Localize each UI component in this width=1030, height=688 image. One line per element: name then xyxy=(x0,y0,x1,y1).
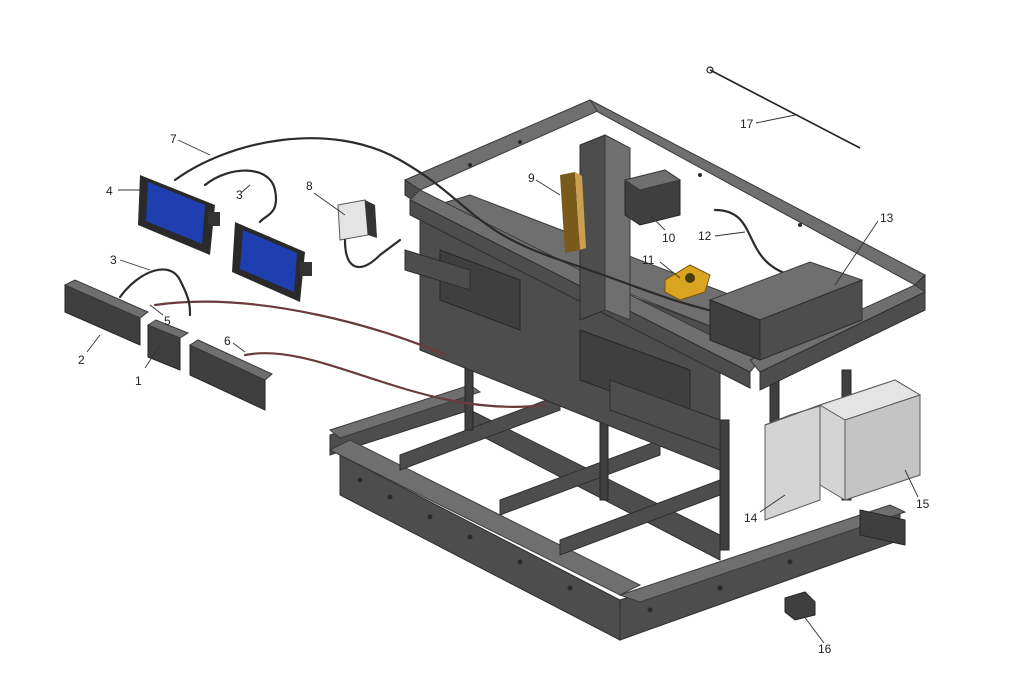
cable-3-upper xyxy=(203,169,278,224)
cable-3-lower xyxy=(118,268,192,317)
lamp-4-right xyxy=(232,222,312,302)
block-10 xyxy=(623,169,682,226)
callout-10: 10 xyxy=(662,231,676,245)
relay-8 xyxy=(337,199,402,268)
leader-lines xyxy=(86,114,919,644)
control-box-13 xyxy=(708,261,864,361)
callout-16: 16 xyxy=(818,642,832,656)
relay-16 xyxy=(784,591,816,621)
upper-frame xyxy=(403,99,926,391)
callout-13: 13 xyxy=(880,211,894,225)
switch-block-1 xyxy=(146,319,190,371)
switch-block-2 xyxy=(63,279,149,346)
callout-5: 5 xyxy=(164,314,171,328)
callout-6: 6 xyxy=(224,334,231,348)
callout-4: 4 xyxy=(106,184,113,198)
rod-17 xyxy=(706,66,861,149)
lamp-4-left xyxy=(138,175,220,255)
callout-9: 9 xyxy=(528,171,535,185)
callout-12: 12 xyxy=(698,229,712,243)
base-frame xyxy=(328,384,907,641)
callout-8: 8 xyxy=(306,179,313,193)
enclosure-15 xyxy=(818,379,922,501)
callout-labels: 1 2 3 3 4 5 6 7 8 9 10 11 12 13 14 15 16… xyxy=(78,117,930,656)
callout-1: 1 xyxy=(135,374,142,388)
callout-7: 7 xyxy=(170,132,177,146)
callout-3-lower: 3 xyxy=(110,253,117,267)
callout-11: 11 xyxy=(642,253,655,267)
callout-17: 17 xyxy=(740,117,754,131)
terminal-strip-9 xyxy=(560,172,586,253)
callout-3-upper: 3 xyxy=(236,188,243,202)
callout-2: 2 xyxy=(78,353,85,367)
switch-block-6 xyxy=(188,339,273,411)
callout-14: 14 xyxy=(744,511,758,525)
cable-harnesses xyxy=(153,137,792,408)
callout-15: 15 xyxy=(916,497,930,511)
connector-11 xyxy=(664,264,711,301)
